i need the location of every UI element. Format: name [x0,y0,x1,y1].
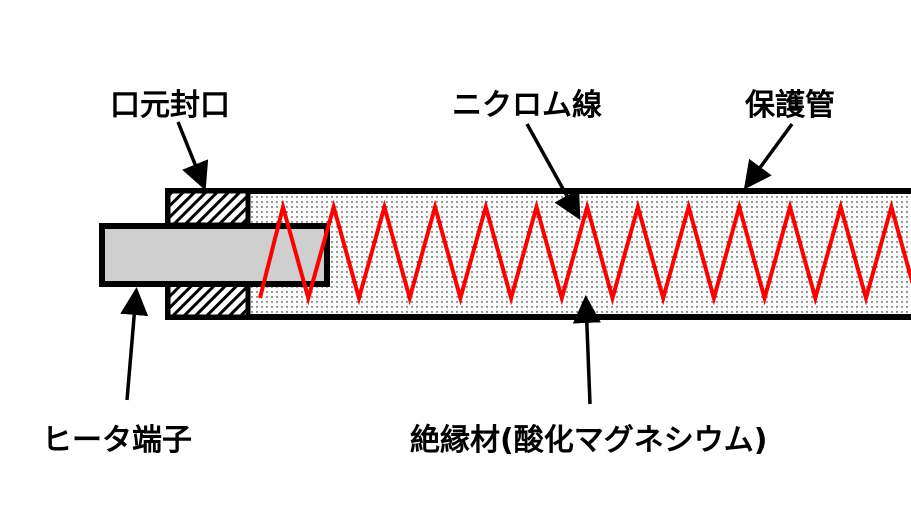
insulator-label: 絶縁材(酸化マグネシウム) [410,423,768,458]
sheath-label: 保護管 [745,88,835,123]
seal-block-top [165,188,251,228]
terminal-arrow [120,287,149,401]
terminal-label: ヒータ端子 [42,423,192,458]
heater-terminal [99,223,330,287]
nichrome-arrow [525,123,581,221]
nichrome-label: ニクロム線 [452,88,602,123]
seal-block-bottom [165,281,251,320]
sheath-arrow [743,122,794,190]
seal-label: 口元封口 [110,88,230,123]
seal-arrow [176,121,209,191]
nichrome-coil [258,199,911,306]
insulator-arrow [572,295,601,405]
